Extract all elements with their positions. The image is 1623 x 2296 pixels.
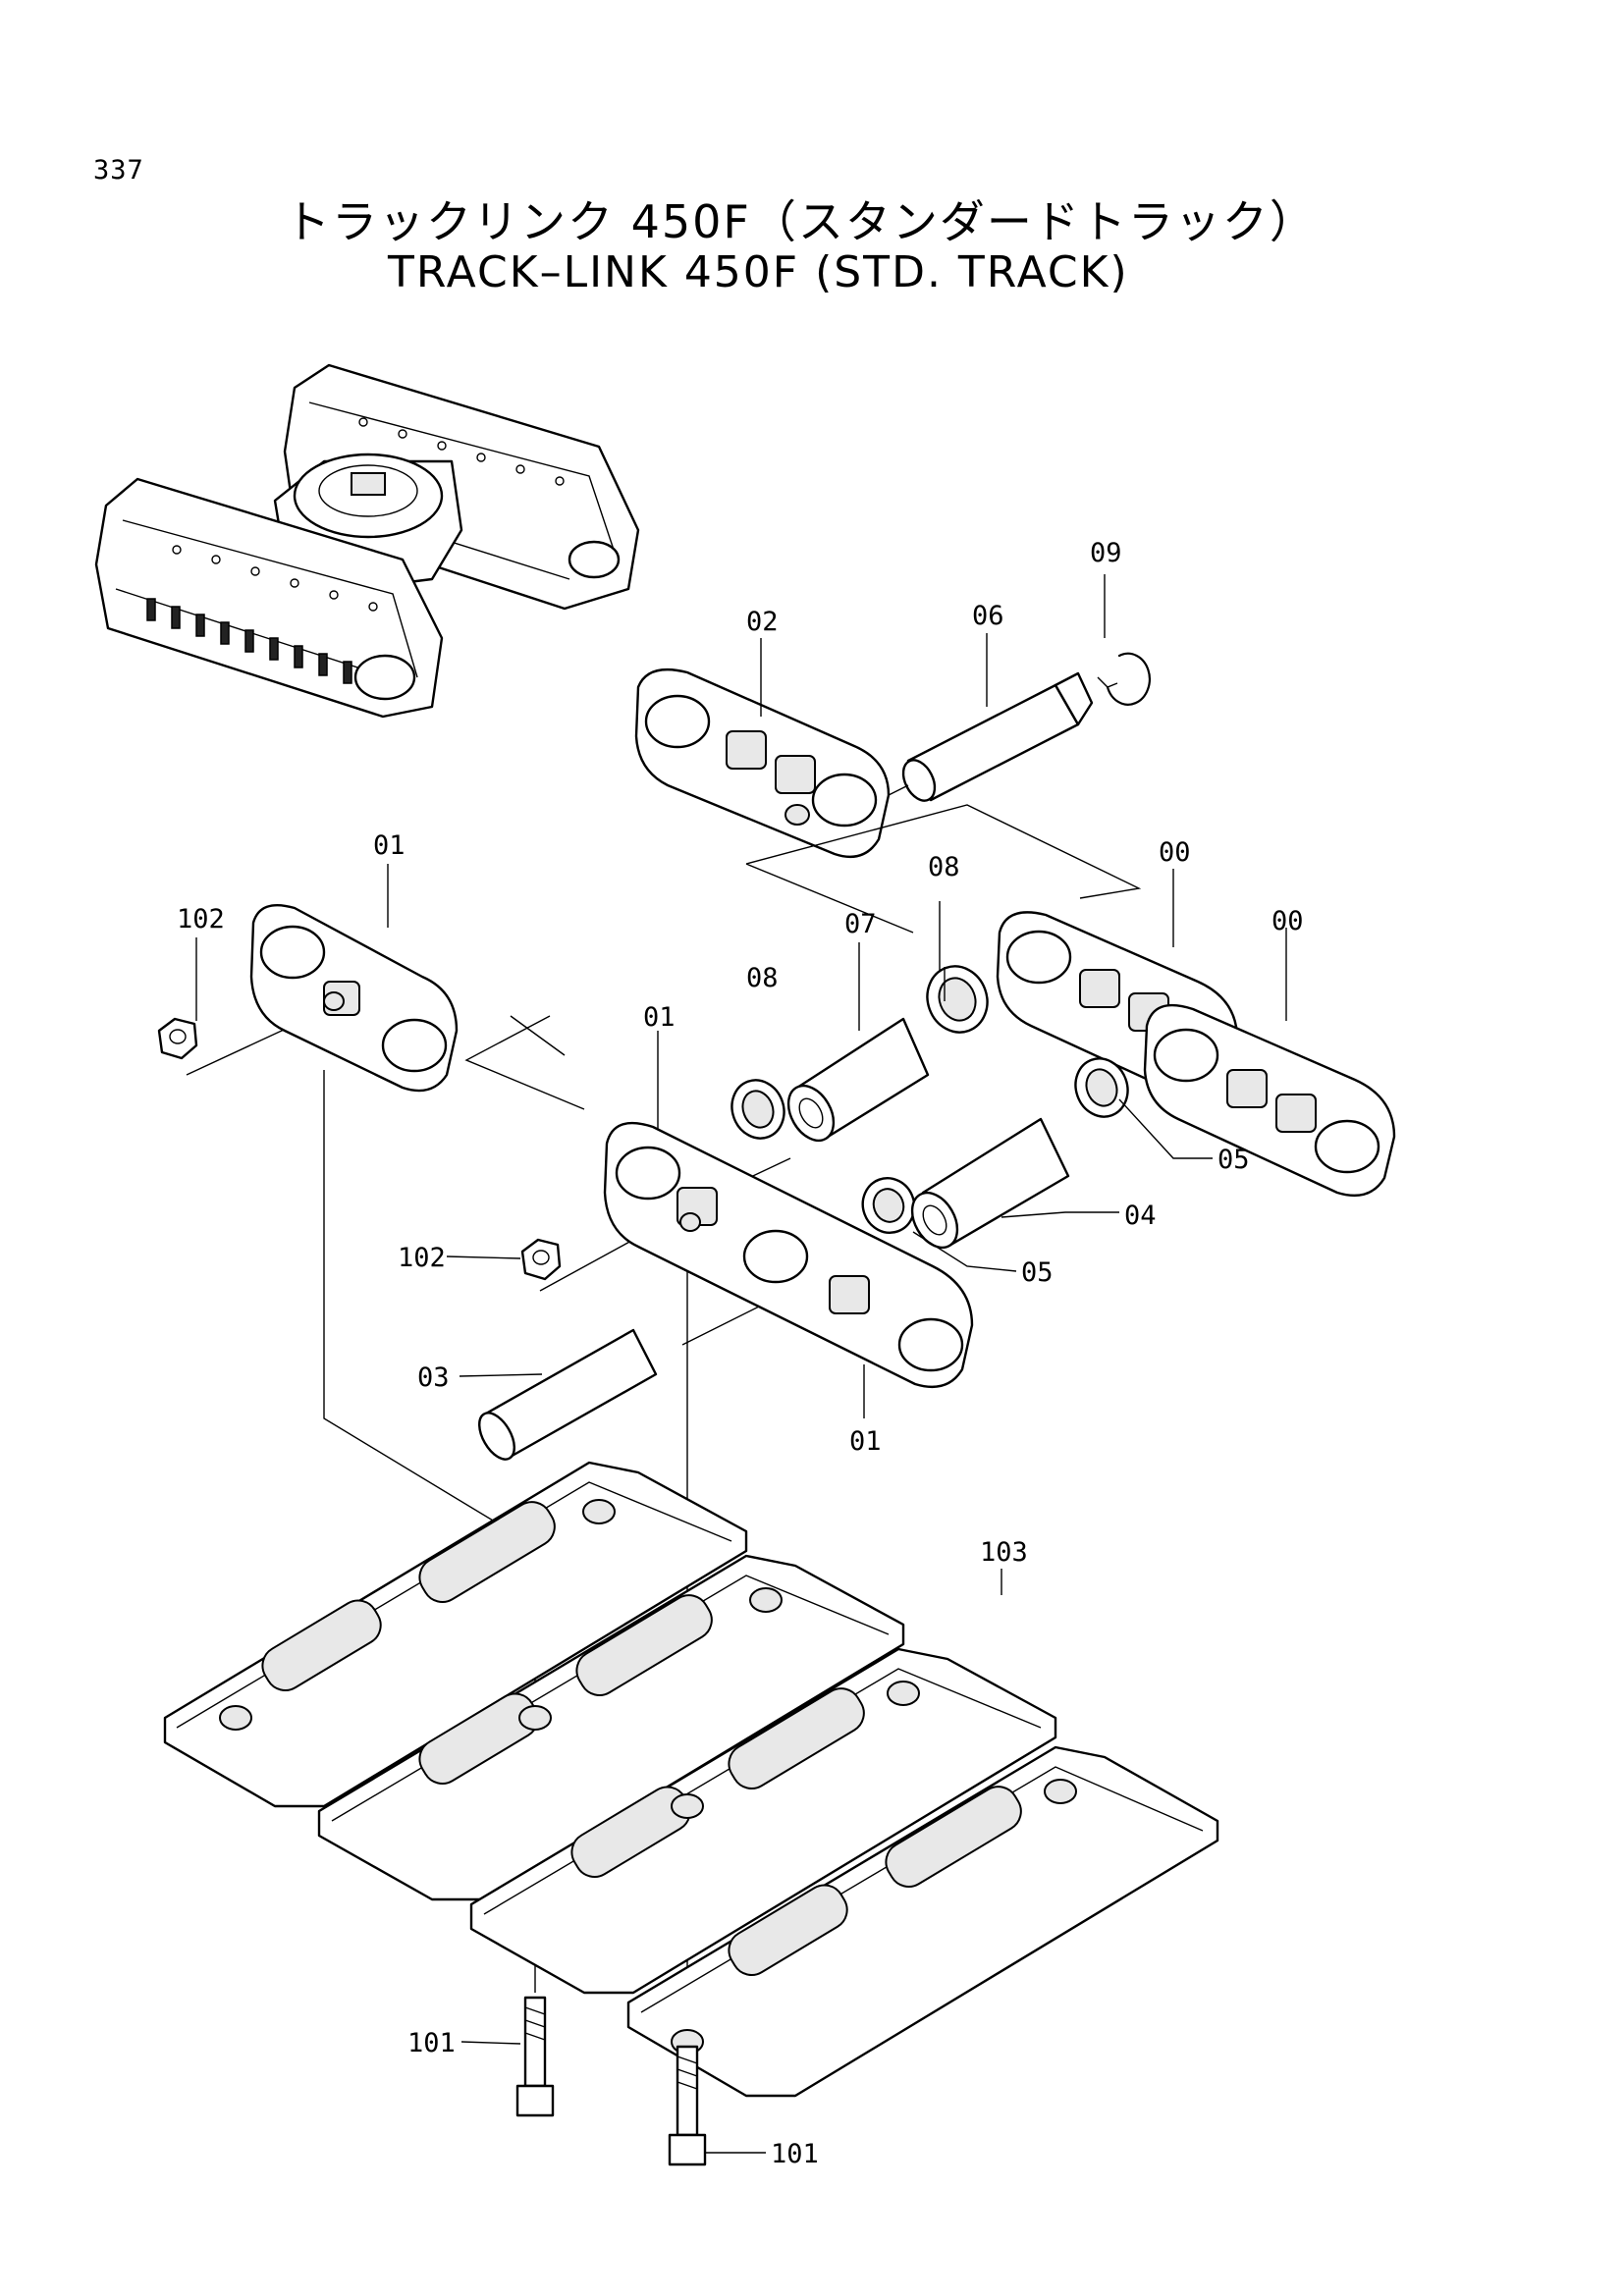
callout-08-lower: 08: [746, 963, 779, 993]
callout-05-left: 05: [1021, 1257, 1054, 1288]
track-shoe-103-c: [469, 1647, 1057, 1995]
undercarriage-overview-illustration: [94, 363, 640, 719]
seal-08-upper: [926, 965, 989, 1034]
bolt-101-left: [515, 1996, 555, 2117]
bolt-101-right: [668, 2045, 707, 2166]
callout-05-right: 05: [1217, 1145, 1250, 1175]
callout-01-center: 01: [643, 1002, 676, 1033]
callout-101-left: 101: [407, 2028, 456, 2058]
callout-01-lower: 01: [849, 1426, 882, 1457]
track-shoe-103-b: [317, 1554, 905, 1901]
page-title-english: TRACK–LINK 450F (STD. TRACK): [388, 247, 1129, 297]
bushing-07: [786, 1017, 930, 1143]
callout-06: 06: [972, 601, 1004, 631]
callout-03: 03: [417, 1362, 450, 1393]
callout-00-upper: 00: [1159, 837, 1191, 868]
page-title-japanese: トラックリンク 450F（スタンダードトラック）: [285, 195, 1317, 248]
master-link-02: [634, 667, 891, 859]
callout-04: 04: [1124, 1201, 1157, 1231]
bushing-04: [910, 1117, 1070, 1250]
callout-00-lower: 00: [1271, 906, 1304, 936]
callout-101-right: 101: [771, 2139, 819, 2169]
nut-102-upper: [157, 1017, 198, 1060]
seal-05-left: [861, 1177, 916, 1234]
callout-09: 09: [1090, 538, 1122, 568]
callout-01-upper: 01: [373, 830, 406, 861]
callout-02: 02: [746, 607, 779, 637]
track-pin-03: [478, 1328, 658, 1461]
snap-ring-09: [1097, 652, 1151, 706]
callout-102-lower: 102: [398, 1243, 446, 1273]
callout-103: 103: [980, 1537, 1028, 1568]
link-00-lower: [1143, 1003, 1396, 1198]
callout-08-upper: 08: [928, 852, 960, 882]
callout-leader-lines: [195, 574, 1287, 2154]
seal-05-right: [1074, 1057, 1129, 1118]
page-number: 337: [93, 155, 144, 186]
callout-07: 07: [844, 909, 877, 939]
nut-102-lower: [520, 1238, 562, 1281]
master-pin-06: [901, 671, 1094, 802]
link-01-center: [603, 1121, 974, 1389]
callout-labels: 09 02 06 01 00 00 102 08 07 08 01 05 04 …: [177, 538, 1304, 2169]
link-01-upper: [249, 903, 459, 1093]
track-shoe-103-a: [163, 1461, 748, 1808]
callout-102-upper: 102: [177, 904, 225, 934]
seal-08-lower: [730, 1079, 785, 1140]
